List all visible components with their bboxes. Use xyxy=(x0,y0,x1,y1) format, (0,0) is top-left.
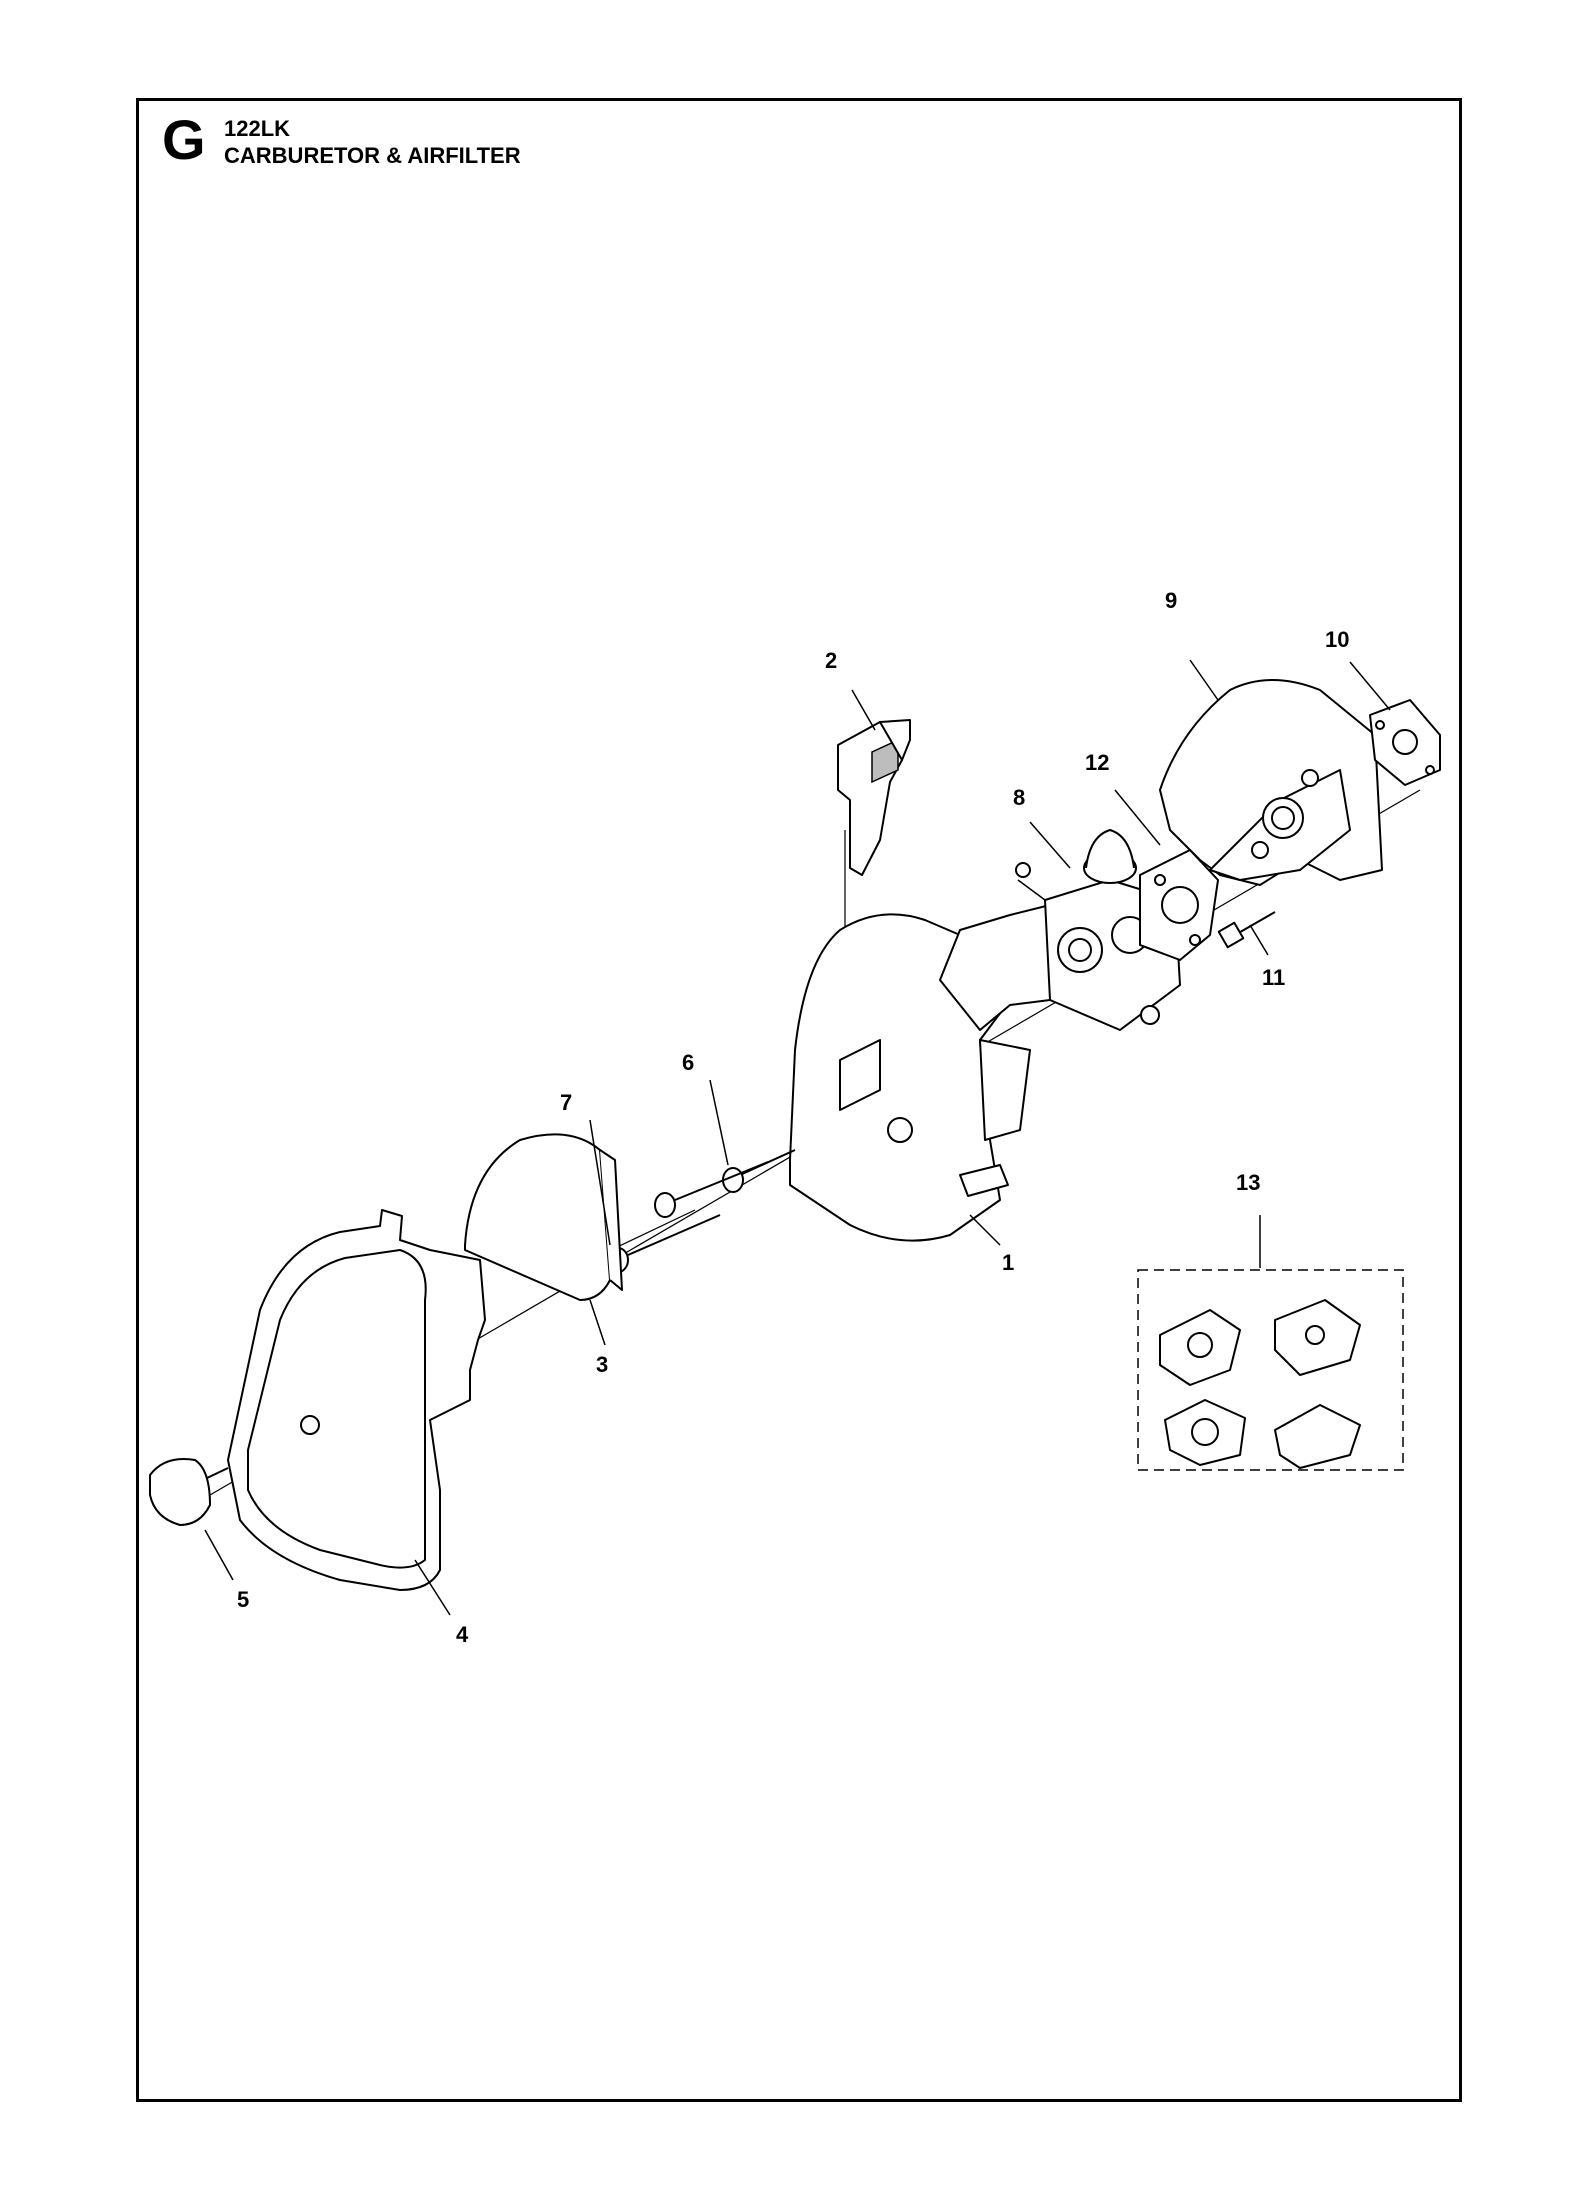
callout-numbers: 1 2 3 4 5 6 7 8 9 10 11 12 13 xyxy=(237,588,1349,1647)
callout-5: 5 xyxy=(237,1587,249,1612)
part-3-air-filter xyxy=(464,1133,623,1301)
page-frame xyxy=(136,98,1462,2102)
callout-leaders xyxy=(204,659,1391,1616)
callout-11: 11 xyxy=(1262,965,1285,990)
part-1-filter-housing xyxy=(789,904,1051,1242)
callout-12: 12 xyxy=(1085,750,1109,775)
part-11-screw xyxy=(1217,911,1276,949)
section-title: CARBURETOR & AIRFILTER xyxy=(224,143,521,168)
callout-7: 7 xyxy=(560,1090,572,1115)
model-name: 122LK xyxy=(224,116,291,141)
callout-6: 6 xyxy=(682,1050,694,1075)
part-10-gasket xyxy=(1369,699,1441,786)
callout-13: 13 xyxy=(1236,1170,1260,1195)
callout-1: 1 xyxy=(1002,1250,1014,1275)
callout-2: 2 xyxy=(825,648,837,673)
part-4-filter-cover xyxy=(227,1209,486,1591)
part-2-bracket xyxy=(837,719,911,876)
part-5-knob xyxy=(149,1458,229,1526)
part-6-screw xyxy=(722,1149,796,1193)
part-12-gasket xyxy=(1139,849,1219,961)
section-letter: G xyxy=(162,108,206,171)
callout-3: 3 xyxy=(596,1352,608,1377)
part-9-intake-plate xyxy=(1159,679,1383,886)
callout-8: 8 xyxy=(1013,785,1025,810)
callout-4: 4 xyxy=(456,1622,469,1647)
part-13-gasket-kit xyxy=(1137,1269,1404,1471)
callout-10: 10 xyxy=(1325,627,1349,652)
callout-9: 9 xyxy=(1165,588,1177,613)
